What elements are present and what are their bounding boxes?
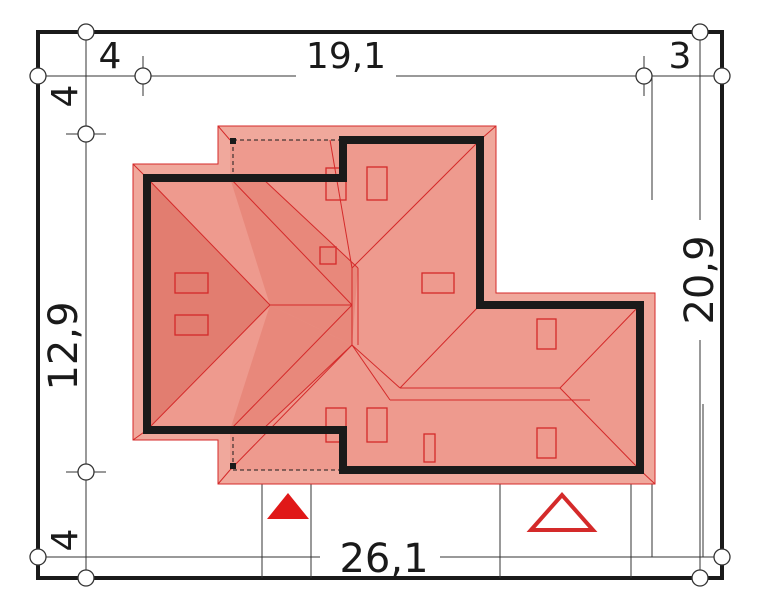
terrace-dashes bbox=[232, 139, 340, 471]
roof-valley-shade bbox=[230, 178, 358, 345]
garage-entrance-marker-icon bbox=[526, 491, 598, 532]
grid-markers bbox=[29, 23, 731, 587]
dimension-lines bbox=[38, 32, 722, 578]
dim-top-middle: 19,1 bbox=[306, 36, 386, 77]
plot-boundary bbox=[36, 30, 724, 580]
terrace-corner-top bbox=[230, 138, 236, 144]
roof bbox=[132, 125, 656, 485]
entrance-marker-icon bbox=[267, 493, 309, 519]
dim-left-top: 4 bbox=[45, 85, 86, 108]
dim-right: 20,9 bbox=[677, 235, 723, 324]
dim-top-left: 4 bbox=[99, 36, 122, 77]
dim-bottom: 26,1 bbox=[339, 536, 428, 582]
dim-left-middle: 12,9 bbox=[41, 301, 87, 390]
roof-windows bbox=[174, 166, 557, 463]
dim-top-right: 3 bbox=[669, 36, 692, 77]
dim-left-bottom: 4 bbox=[45, 529, 86, 552]
terrace-corner-bottom bbox=[230, 463, 236, 469]
building-outline bbox=[143, 136, 644, 474]
roof-west-face bbox=[147, 178, 270, 430]
